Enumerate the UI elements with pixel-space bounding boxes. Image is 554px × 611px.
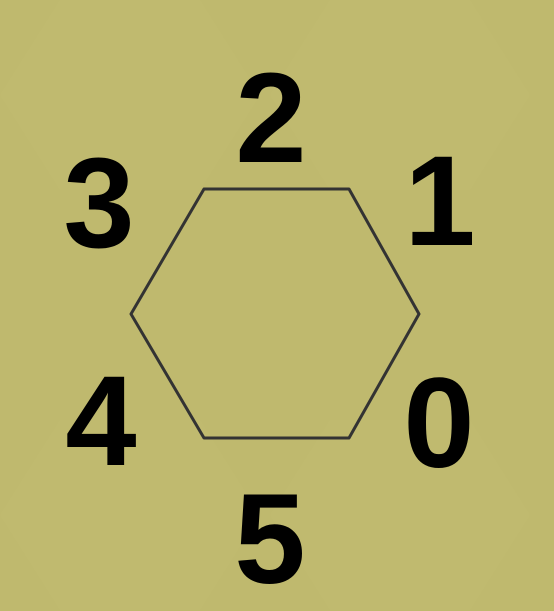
edge-label-3: 3 <box>63 132 135 275</box>
hexagon-outline <box>129 187 421 440</box>
edge-label-0: 0 <box>403 352 475 495</box>
edge-label-2: 2 <box>235 47 307 190</box>
edge-label-4: 4 <box>65 350 137 493</box>
edge-label-1: 1 <box>404 130 476 273</box>
edge-label-5: 5 <box>234 468 306 611</box>
